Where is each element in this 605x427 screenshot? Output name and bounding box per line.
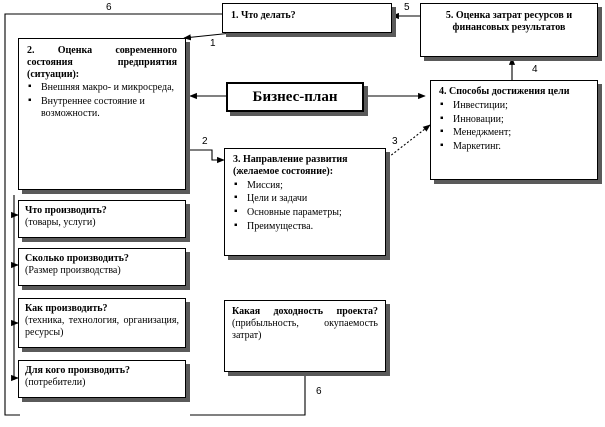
question-title: Какая доходность проекта? bbox=[232, 306, 378, 317]
question-title: Что производить? bbox=[25, 205, 107, 216]
label-6-bottom: 6 bbox=[316, 386, 322, 397]
question-what-to-produce: Что производить? (товары, услуги) bbox=[18, 200, 186, 238]
box-development-direction: 3. Направление развития (желаемое состоя… bbox=[224, 148, 386, 256]
box-what-to-do-title: 1. Что делать? bbox=[231, 10, 296, 21]
box-development-item: Преимущества. bbox=[233, 220, 377, 233]
box-ways-to-achieve: 4. Способы достижения цели Инвестиции; И… bbox=[430, 80, 598, 180]
label-3: 3 bbox=[392, 136, 398, 147]
arrow-6-bottom bbox=[190, 372, 306, 416]
box-ways-item: Инвестиции; bbox=[439, 99, 589, 112]
question-sub: (потребители) bbox=[25, 376, 86, 388]
question-title: Как производить? bbox=[25, 303, 108, 314]
box-development-item: Основные параметры; bbox=[233, 206, 377, 219]
box-ways-item: Маркетинг. bbox=[439, 140, 589, 153]
question-title: Сколько производить? bbox=[25, 253, 129, 264]
question-sub: (техника, технология, организация, ресур… bbox=[25, 314, 179, 338]
box-cost-evaluation: 5. Оценка затрат ресурсов и финансовых р… bbox=[420, 3, 598, 57]
box-ways-item: Инновации; bbox=[439, 113, 589, 126]
box-what-to-do: 1. Что делать? bbox=[222, 3, 392, 33]
box-cost-evaluation-title: 5. Оценка затрат ресурсов и финансовых р… bbox=[445, 10, 573, 33]
box-current-state-title: 2. Оценка современного состояния предпри… bbox=[27, 45, 177, 80]
box-current-state-item: Внешняя макро- и микросреда, bbox=[27, 81, 177, 94]
box-development-item: Цели и задачи bbox=[233, 192, 377, 205]
box-current-state-item: Внутреннее состояние и возможности. bbox=[27, 95, 177, 120]
question-sub: (товары, услуги) bbox=[25, 216, 96, 228]
question-profitability: Какая доходность проекта? (прибыльность,… bbox=[224, 300, 386, 372]
question-title: Для кого производить? bbox=[25, 365, 130, 376]
question-how-much: Сколько производить? (Размер производств… bbox=[18, 248, 186, 286]
question-sub: (прибыльность, окупаемость затрат) bbox=[232, 317, 378, 341]
arrow-3 bbox=[384, 124, 431, 161]
box-development-title: 3. Направление развития (желаемое состоя… bbox=[233, 154, 348, 177]
business-plan-box: Бизнес-план bbox=[226, 82, 364, 112]
question-sub: (Размер производства) bbox=[25, 264, 121, 276]
question-how-to-produce: Как производить? (техника, технология, о… bbox=[18, 298, 186, 348]
label-2: 2 bbox=[202, 136, 208, 147]
label-6-top: 6 bbox=[106, 2, 112, 13]
box-ways-to-achieve-title: 4. Способы достижения цели bbox=[439, 86, 570, 97]
business-plan-title: Бизнес-план bbox=[252, 89, 338, 105]
arrow-1 bbox=[183, 32, 233, 41]
arrow-2 bbox=[186, 149, 225, 164]
label-1: 1 bbox=[210, 38, 216, 49]
box-current-state: 2. Оценка современного состояния предпри… bbox=[18, 38, 186, 190]
question-for-whom: Для кого производить? (потребители) bbox=[18, 360, 186, 398]
box-ways-item: Менеджмент; bbox=[439, 126, 589, 139]
box-development-item: Миссия; bbox=[233, 179, 377, 192]
arrow-6-top bbox=[4, 13, 222, 416]
label-5: 5 bbox=[404, 2, 410, 13]
label-4: 4 bbox=[532, 64, 538, 75]
